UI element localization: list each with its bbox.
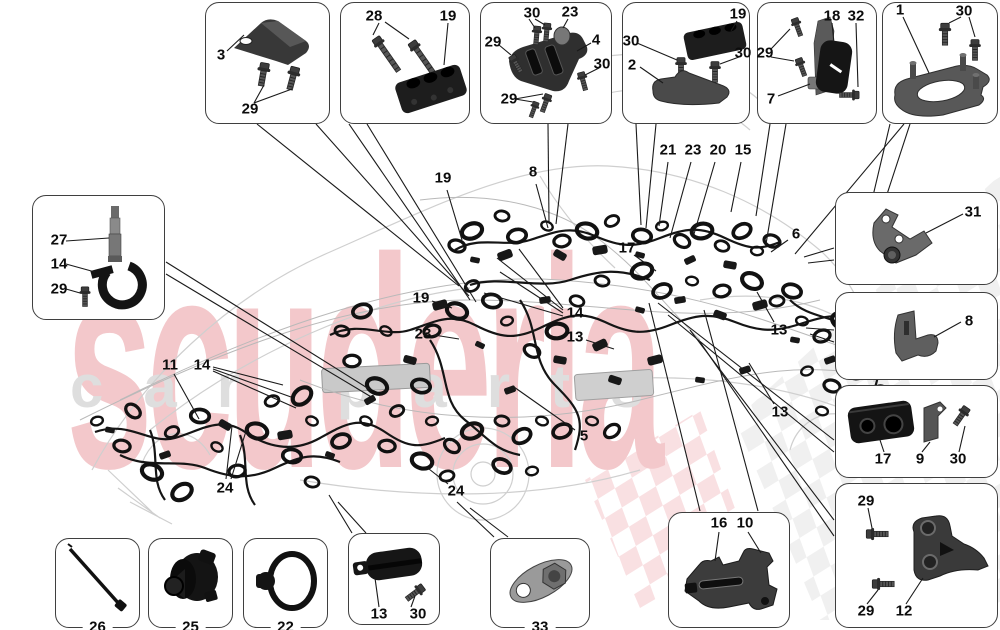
callout-23[interactable]: 23 (685, 142, 702, 159)
part-number: 29 (484, 33, 502, 51)
part-number: 19 (439, 7, 457, 25)
part-number: 27 (50, 231, 68, 249)
part-number: 30 (949, 450, 967, 468)
part-number: 9 (915, 450, 925, 468)
inset-pad-17[interactable]: 17 9 30 (835, 385, 998, 478)
callout-14[interactable]: 14 (194, 357, 211, 374)
part-number: 29 (50, 280, 68, 298)
part-number: 30 (409, 605, 427, 623)
part-number: 26 (82, 619, 113, 630)
part-number: 23 (561, 3, 579, 21)
callout-19[interactable]: 19 (413, 290, 430, 307)
callout-11[interactable]: 11 (162, 357, 178, 374)
callout-6[interactable]: 6 (792, 226, 800, 243)
callout-13[interactable]: 13 (567, 329, 584, 346)
callout-8[interactable]: 8 (529, 164, 537, 181)
inset-strap-22[interactable]: 22 (243, 538, 328, 630)
callout-20[interactable]: 20 (710, 142, 727, 159)
callout-24[interactable]: 24 (448, 483, 465, 500)
part-number: 28 (365, 7, 383, 25)
part-number: 2 (627, 56, 637, 74)
part-number: 19 (729, 5, 747, 23)
inset-plate-1[interactable]: 1 30 (882, 2, 998, 124)
inset-bracket-12[interactable]: 29 29 12 (835, 483, 998, 628)
part-number: 14 (50, 255, 68, 273)
part-number: 22 (270, 619, 301, 630)
inset-grommet-25[interactable]: 25 (148, 538, 233, 630)
harness-connector-blobs (105, 244, 836, 460)
part-number: 31 (964, 203, 982, 221)
inset-bracket-3[interactable]: 3 29 (205, 2, 330, 124)
callout-13[interactable]: 13 (772, 404, 789, 421)
part-number: 12 (895, 602, 913, 620)
part-number: 30 (622, 32, 640, 50)
part-number: 32 (847, 7, 865, 25)
part-number: 29 (857, 492, 875, 510)
inset-sensor-18[interactable]: 29 18 32 7 (757, 2, 877, 124)
part-number: 18 (823, 7, 841, 25)
part-number: 30 (593, 55, 611, 73)
callout-17[interactable]: 17 (619, 240, 636, 257)
callout-15[interactable]: 15 (735, 142, 752, 159)
inset-clamp-27[interactable]: 27 14 29 (32, 195, 165, 320)
part-number: 8 (964, 312, 974, 330)
callout-5[interactable]: 5 (580, 428, 588, 445)
part-number: 30 (734, 44, 752, 62)
inset-bracket-4[interactable]: 30 23 29 4 30 29 (480, 2, 612, 124)
part-number: 33 (524, 619, 556, 630)
callout-19[interactable]: 19 (435, 170, 452, 187)
inset-tab-33[interactable]: 33 (490, 538, 590, 630)
inset-bracket-8[interactable]: 8 (835, 292, 998, 380)
inset-block-19[interactable]: 28 19 (340, 2, 470, 124)
part-number: 29 (756, 44, 774, 62)
part-number: 3 (216, 46, 226, 64)
part-number: 29 (241, 100, 259, 118)
part-number: 10 (736, 514, 754, 532)
callout-24[interactable]: 24 (217, 480, 234, 497)
inset-bracket-31[interactable]: 31 (835, 192, 998, 285)
stud-art (108, 206, 122, 262)
inset-bracket-2[interactable]: 19 30 30 2 (622, 2, 752, 124)
part-number: 13 (370, 605, 388, 623)
part-number: 1 (895, 1, 905, 19)
part-number: 7 (766, 90, 776, 108)
part-number: 4 (591, 31, 601, 49)
callout-21[interactable]: 21 (660, 142, 677, 159)
part-number: 29 (857, 602, 875, 620)
part-number: 29 (500, 90, 518, 108)
part-number: 30 (523, 4, 541, 22)
inset-cable-tie-26[interactable]: 26 (55, 538, 140, 630)
inset-bracket-16-10[interactable]: 16 10 (668, 512, 790, 628)
harness-connector-rings (89, 209, 914, 503)
callout-13[interactable]: 13 (771, 322, 788, 339)
part-number: 30 (955, 2, 973, 20)
callout-23[interactable]: 23 (415, 326, 432, 343)
part-number: 25 (175, 619, 206, 630)
callout-14[interactable]: 14 (567, 305, 584, 322)
part-number: 17 (874, 450, 892, 468)
inset-clamp-13[interactable]: 13 30 (348, 533, 440, 625)
part-number: 16 (710, 514, 728, 532)
